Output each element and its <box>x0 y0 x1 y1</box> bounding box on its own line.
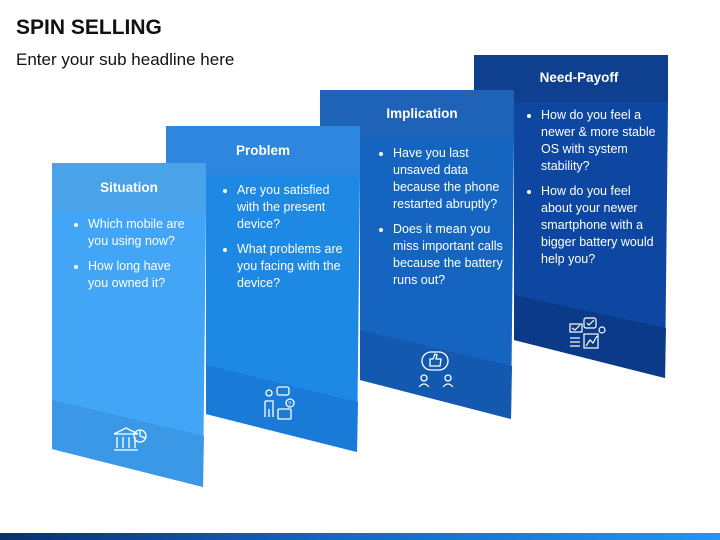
implication-bullet: Have you last unsaved data because the p… <box>393 145 505 213</box>
implication-icon-band <box>360 330 512 419</box>
need-payoff-bullets: How do you feel a newer & more stable OS… <box>525 107 659 276</box>
problem-bullet: Are you satisfied with the present devic… <box>237 182 349 233</box>
thumbs-up-people-icon <box>418 351 454 388</box>
implication-bullet: Does it mean you miss important calls be… <box>393 221 505 289</box>
problem-bullet: What problems are you facing with the de… <box>237 241 349 292</box>
situation-bullet: Which mobile are you using now? <box>88 216 194 250</box>
card-situation <box>52 163 206 487</box>
need-payoff-icon-band <box>514 295 666 378</box>
implication-title: Implication <box>386 106 458 121</box>
need-payoff-bullet: How do you feel a newer & more stable OS… <box>541 107 659 175</box>
problem-title: Problem <box>235 143 290 158</box>
svg-text:?: ? <box>288 402 292 408</box>
footer-bar <box>0 533 720 540</box>
person-question-icon: ? <box>264 386 295 420</box>
implication-bullets: Have you last unsaved data because the p… <box>377 145 505 297</box>
need-payoff-bullet: How do you feel about your newer smartph… <box>541 183 659 268</box>
checklist-chart-icon <box>569 317 606 349</box>
situation-icon-band <box>52 400 204 487</box>
situation-header <box>52 163 206 211</box>
situation-bullet: How long have you owned it? <box>88 258 194 292</box>
situation-title: Situation <box>100 180 158 195</box>
slide-title: SPIN SELLING <box>16 16 162 39</box>
need-payoff-title: Need-Payoff <box>539 70 619 85</box>
problem-bullets: Are you satisfied with the present devic… <box>221 182 349 300</box>
slide-subtitle: Enter your sub headline here <box>16 50 235 69</box>
situation-bullets: Which mobile are you using now? How long… <box>72 216 194 300</box>
bank-chart-icon <box>113 427 147 451</box>
